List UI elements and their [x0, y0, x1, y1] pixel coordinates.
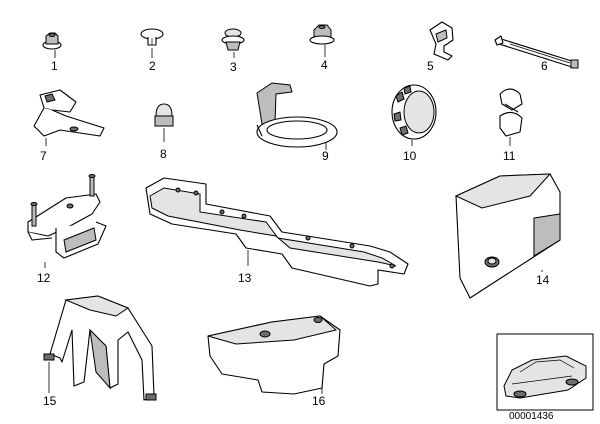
part-number-14: 14	[536, 273, 550, 287]
part-number-11: 11	[503, 149, 516, 163]
plug-icon[interactable]	[221, 28, 245, 51]
holder-bracket-icon[interactable]	[256, 82, 338, 148]
part-number-9: 9	[322, 149, 329, 163]
grommet-ring-icon[interactable]	[391, 84, 437, 140]
expanding-rivet-icon[interactable]	[140, 28, 164, 46]
cap-nut-icon[interactable]	[154, 103, 174, 127]
clip-icon[interactable]	[429, 21, 454, 61]
part-number-12: 12	[37, 271, 51, 285]
bracket-clip-icon[interactable]	[33, 89, 105, 137]
thumbnail-box[interactable]	[496, 333, 594, 411]
flange-nut-icon[interactable]	[42, 32, 62, 50]
part-number-4: 4	[321, 58, 328, 72]
part-number-7: 7	[40, 149, 47, 163]
part-number-8: 8	[160, 147, 167, 161]
diagram-code: 00001436	[509, 411, 554, 422]
part-number-15: 15	[43, 394, 57, 408]
part-number-10: 10	[403, 149, 417, 163]
car-icon	[503, 355, 587, 399]
cover-icon[interactable]	[454, 173, 561, 299]
part-number-6: 6	[541, 59, 548, 73]
hose-clamp-icon[interactable]	[499, 88, 523, 137]
mounting-bracket-icon[interactable]	[27, 174, 107, 259]
part-number-13: 13	[238, 271, 252, 285]
part-number-16: 16	[312, 394, 326, 408]
hex-nut-icon[interactable]	[309, 24, 335, 45]
support-rail-icon[interactable]	[145, 177, 409, 287]
trim-panel-icon[interactable]	[207, 315, 341, 395]
part-number-2: 2	[149, 59, 156, 73]
cable-tie-icon[interactable]	[494, 35, 579, 69]
part-number-1: 1	[51, 59, 58, 73]
part-number-3: 3	[230, 60, 237, 74]
u-bracket-icon[interactable]	[43, 295, 157, 401]
part-number-5: 5	[427, 59, 434, 73]
